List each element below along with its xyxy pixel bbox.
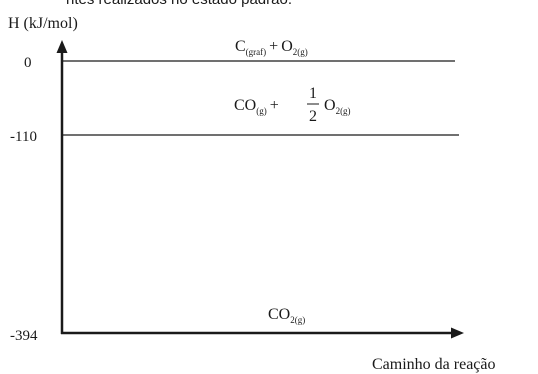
- species-subscript: 2(g): [290, 315, 305, 325]
- species-symbol: CO: [268, 306, 290, 323]
- level-1-species-a: CO(g)+: [234, 97, 279, 116]
- tick-label-2: -394: [10, 328, 38, 344]
- species-subscript: 2(g): [293, 47, 308, 57]
- operator: +: [269, 38, 278, 55]
- species-symbol: O: [281, 38, 293, 55]
- fraction-numerator: 1: [309, 85, 317, 102]
- fraction-denominator: 2: [309, 108, 317, 125]
- tick-label-1: -110: [10, 129, 37, 145]
- y-axis-arrowhead: [56, 40, 68, 53]
- x-axis-label: Caminho da reação: [372, 356, 496, 373]
- species-subscript: 2(g): [336, 106, 351, 116]
- x-axis-arrowhead: [451, 327, 464, 339]
- header-text: ntes realizados no estado padrão.: [66, 0, 292, 8]
- species-subscript: (g): [256, 106, 267, 116]
- operator: +: [270, 97, 279, 114]
- species-symbol: O: [324, 97, 336, 114]
- level-0-species: C(graf)+O2(g): [235, 38, 308, 57]
- species-symbol: C: [235, 38, 246, 55]
- species-subscript: (graf): [246, 47, 266, 57]
- tick-label-0: 0: [24, 55, 32, 71]
- level-2-species: CO2(g): [268, 306, 305, 325]
- y-axis-label: H (kJ/mol): [8, 15, 78, 32]
- species-symbol: CO: [234, 97, 256, 114]
- level-1-species-b: O2(g): [324, 97, 351, 116]
